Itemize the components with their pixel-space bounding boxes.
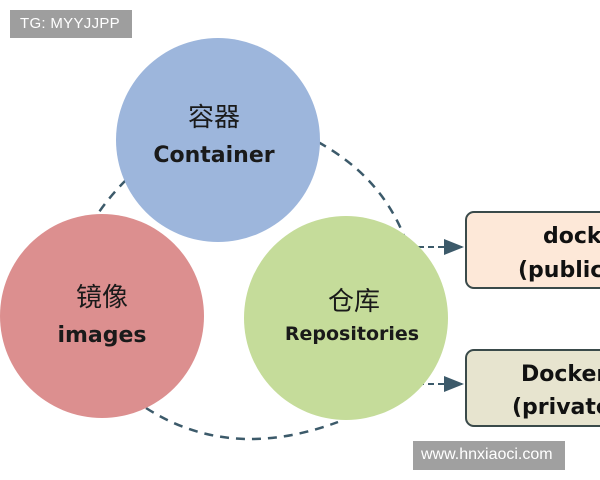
repositories-label-en: Repositories [285,323,419,345]
private-registry-line1: Docker [521,362,600,387]
images-circle [0,214,204,418]
bottom-watermark: www.hnxiaoci.com [413,441,565,470]
connector-container-images [93,179,127,219]
images-label-cn: 镜像 [76,283,128,313]
connector-container-repositories [317,140,406,237]
private-registry-box [465,349,600,427]
container-label-en: Container [153,143,274,168]
repositories-circle [244,216,448,420]
images-label-en: images [57,323,146,348]
public-registry-line1: docke [543,224,600,249]
container-label-cn: 容器 [188,103,240,133]
public-registry-line2: (public [518,258,600,283]
connector-images-repositories [145,406,339,441]
repositories-label-cn: 仓库 [328,287,380,317]
container-circle [116,38,320,242]
private-registry-line2: (private [512,395,600,420]
top-watermark: TG: MYYJJPP [10,10,132,38]
public-registry-box [465,211,600,289]
